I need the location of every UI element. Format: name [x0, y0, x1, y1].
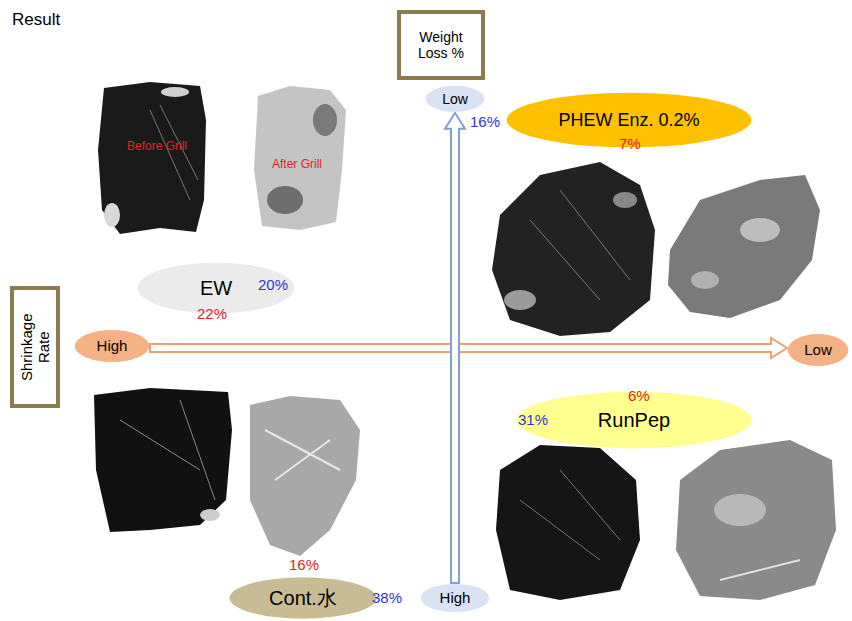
fat-spot [200, 509, 220, 521]
diagram-title: Result [12, 10, 60, 30]
light-patch [691, 271, 719, 289]
weight-loss-value: 20% [258, 277, 288, 294]
meat-slice [676, 440, 836, 600]
shrinkage-value: 16% [289, 557, 319, 574]
axis-end-ellipse: Low [787, 333, 849, 367]
weight-loss-value: 31% [518, 412, 548, 429]
ellipse-label: Low [442, 91, 468, 107]
dark-patch [313, 104, 337, 136]
ellipse-label: Cont.水 [269, 587, 337, 610]
scratch [520, 470, 620, 560]
axis-title-box: Shrinkage Rate [10, 286, 60, 408]
ellipse-shape [230, 577, 377, 618]
ellipse-shape [426, 86, 485, 112]
shrinkage-value: 22% [197, 306, 227, 323]
photo-runpep-before [496, 445, 640, 600]
meat-slice [496, 445, 640, 600]
axis-title: Shrinkage Rate [18, 307, 53, 387]
fat-spot [104, 203, 120, 227]
shrinkage-value: 7% [619, 136, 641, 153]
dark-patch [267, 186, 303, 214]
photo-ew-before [98, 82, 206, 234]
photo-caption: After Grill [272, 158, 322, 171]
texture [720, 560, 800, 580]
meat-slice [668, 175, 820, 318]
ellipse-label: EW [200, 277, 232, 300]
fat-spot [613, 192, 637, 208]
ellipse-label: High [97, 337, 128, 354]
meat-slice [254, 86, 346, 230]
axis-end-ellipse: High [74, 329, 150, 363]
shrinkage-value: 6% [628, 388, 650, 405]
ellipse-label: RunPep [598, 409, 670, 432]
photo-phew-before [492, 162, 655, 336]
weight-loss-value: 16% [470, 114, 500, 131]
photo-ew-after [254, 86, 346, 230]
light-patch [714, 494, 766, 526]
ellipse-shape [421, 584, 490, 612]
ellipse-shape [75, 330, 149, 362]
ellipse-label: High [440, 589, 471, 606]
scratch [120, 400, 215, 500]
ellipse-label: Low [804, 341, 832, 358]
light-patch [740, 218, 780, 242]
axis-arrow [150, 338, 787, 358]
meat-slice [98, 82, 206, 234]
axis-end-ellipse: High [420, 583, 490, 613]
photo-runpep-after [676, 440, 836, 600]
treatment-ellipse: Cont.水 [228, 576, 378, 620]
photo-caption: Before Grill [127, 140, 187, 153]
photo-control-after [250, 396, 360, 556]
scratch [530, 190, 630, 300]
ellipse-shape [788, 334, 849, 366]
meat-slice [94, 388, 232, 532]
fat-spot [161, 87, 189, 97]
axis-title-box: Weight Loss % [397, 10, 485, 80]
ellipse-label: PHEW Enz. 0.2% [558, 110, 699, 131]
texture [265, 430, 340, 480]
photo-phew-after [668, 175, 820, 318]
weight-loss-value: 38% [372, 590, 402, 607]
fat-spot [504, 290, 536, 310]
photo-control-before [94, 388, 232, 532]
axis-end-ellipse: Low [425, 85, 485, 113]
meat-slice [250, 396, 360, 556]
axis-title: Weight Loss % [401, 29, 481, 61]
axis-arrow [445, 113, 465, 583]
meat-slice [492, 162, 655, 336]
